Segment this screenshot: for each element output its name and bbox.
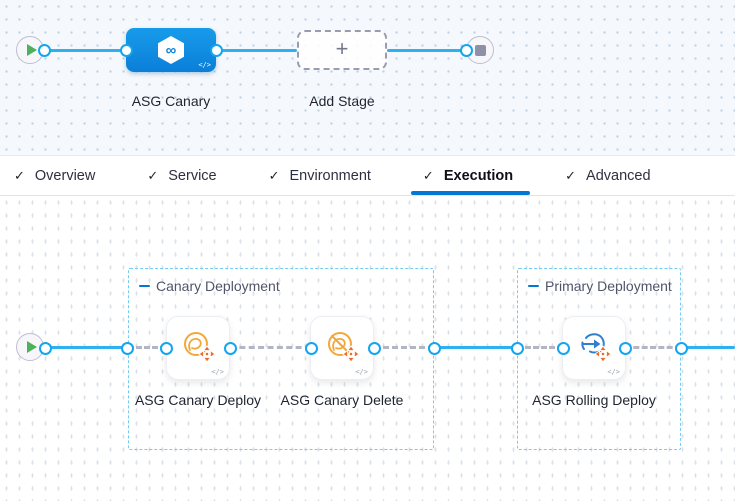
group-dash-icon — [139, 284, 150, 288]
link-port[interactable] — [209, 43, 223, 57]
stage-node-asg-canary[interactable]: ∞ </> — [126, 28, 216, 72]
link-port[interactable] — [427, 341, 441, 355]
step-name-label: ASG Rolling Deploy — [532, 392, 656, 408]
link-port[interactable] — [459, 43, 473, 57]
link-port[interactable] — [159, 341, 173, 355]
asg-canary-delete-icon — [328, 332, 360, 363]
add-stage-label: Add Stage — [309, 93, 375, 109]
group-label: Primary Deployment — [528, 278, 672, 294]
plus-icon: + — [335, 36, 349, 61]
connector-line — [387, 49, 466, 52]
step-asg-rolling-deploy[interactable]: </> — [562, 316, 626, 380]
connector-line — [434, 346, 517, 349]
stage-config-tabbar: ✓ Overview ✓ Service ✓ Environment ✓ Exe… — [0, 155, 735, 196]
connector-line-dashed — [230, 346, 311, 349]
group-primary-deployment[interactable]: Primary Deployment — [517, 268, 681, 450]
check-icon: ✓ — [422, 167, 434, 183]
yaml-code-icon[interactable]: </> — [355, 368, 368, 376]
group-label: Canary Deployment — [139, 278, 280, 294]
yaml-code-icon[interactable]: </> — [198, 61, 211, 69]
link-port[interactable] — [38, 341, 52, 355]
yaml-code-icon[interactable]: </> — [211, 368, 224, 376]
link-port[interactable] — [556, 341, 570, 355]
stage-pipeline-canvas: ∞ </> + ASG Canary Add Stage — [0, 0, 735, 155]
step-asg-canary-deploy[interactable]: </> — [166, 316, 230, 380]
asg-rolling-deploy-icon — [581, 333, 612, 363]
tab-service[interactable]: ✓ Service — [147, 167, 217, 184]
stop-icon — [474, 44, 486, 56]
check-icon: ✓ — [565, 167, 577, 183]
step-name-label: ASG Canary Deploy — [134, 392, 262, 408]
stage-name-label: ASG Canary — [131, 93, 211, 109]
link-port[interactable] — [674, 341, 688, 355]
link-port[interactable] — [119, 43, 133, 57]
link-port[interactable] — [304, 341, 318, 355]
group-dash-icon — [528, 284, 539, 288]
link-port[interactable] — [120, 341, 134, 355]
group-canary-deployment[interactable]: Canary Deployment — [128, 268, 434, 450]
play-icon — [26, 44, 37, 56]
link-port[interactable] — [510, 341, 524, 355]
check-icon: ✓ — [14, 167, 25, 183]
add-stage-button[interactable]: + — [297, 30, 387, 70]
play-icon — [26, 341, 37, 353]
check-icon: ✓ — [268, 167, 280, 183]
connector-line-dashed — [625, 346, 681, 349]
tab-execution[interactable]: ✓ Execution — [410, 156, 531, 195]
tab-advanced[interactable]: ✓ Advanced — [565, 167, 651, 184]
check-icon: ✓ — [147, 167, 159, 183]
connector-line-dashed — [517, 346, 563, 349]
connector-line-dashed — [128, 346, 166, 349]
link-port[interactable] — [223, 341, 237, 355]
harness-cd-icon: ∞ — [158, 36, 184, 64]
tab-environment[interactable]: ✓ Environment — [268, 167, 371, 184]
tab-overview[interactable]: ✓ Overview — [14, 167, 96, 184]
execution-canvas: Canary Deployment Primary Deployment — [0, 196, 735, 501]
yaml-code-icon[interactable]: </> — [607, 368, 620, 376]
execution-start-node — [16, 333, 44, 361]
step-name-label: ASG Canary Delete — [280, 392, 404, 408]
connector-line — [44, 49, 126, 52]
link-port[interactable] — [37, 43, 51, 57]
connector-line — [216, 49, 297, 52]
link-port[interactable] — [618, 341, 632, 355]
asg-canary-deploy-icon — [184, 332, 216, 363]
step-asg-canary-delete[interactable]: </> — [310, 316, 374, 380]
link-port[interactable] — [367, 341, 381, 355]
connector-line-dashed — [374, 346, 434, 349]
active-tab-underline — [410, 191, 531, 195]
connector-line — [681, 346, 735, 349]
connector-line — [45, 346, 127, 349]
